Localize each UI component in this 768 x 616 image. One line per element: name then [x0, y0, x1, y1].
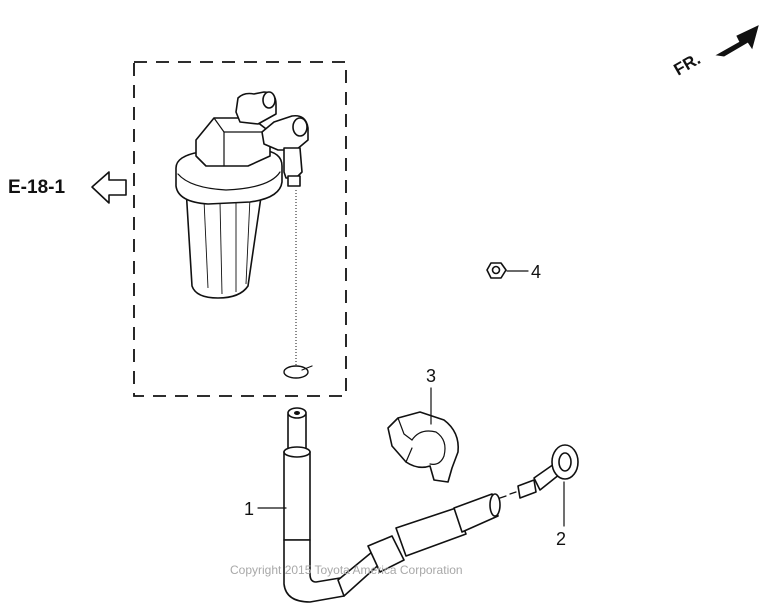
assembly-dashed-box	[133, 61, 347, 397]
callout-4: 4	[531, 262, 541, 282]
front-direction-label: FR.	[671, 49, 704, 79]
hose-clamp-part	[387, 411, 460, 483]
copyright-watermark: Copyright 2015 Toyota America Corporatio…	[230, 563, 463, 577]
nut-part	[486, 262, 507, 279]
callout-3: 3	[426, 366, 436, 386]
front-arrow-icon	[715, 25, 759, 57]
reference-arrow-icon	[91, 171, 127, 204]
terminal-wire-part	[499, 444, 579, 499]
callout-1: 1	[244, 499, 254, 519]
callout-2: 2	[556, 529, 566, 549]
reference-label[interactable]: E-18-1	[8, 177, 65, 198]
hose-clip	[283, 365, 309, 379]
fuel-filter-assembly	[175, 91, 309, 299]
front-direction-indicator: FR.	[671, 25, 759, 79]
fuel-hose-part	[283, 407, 501, 603]
